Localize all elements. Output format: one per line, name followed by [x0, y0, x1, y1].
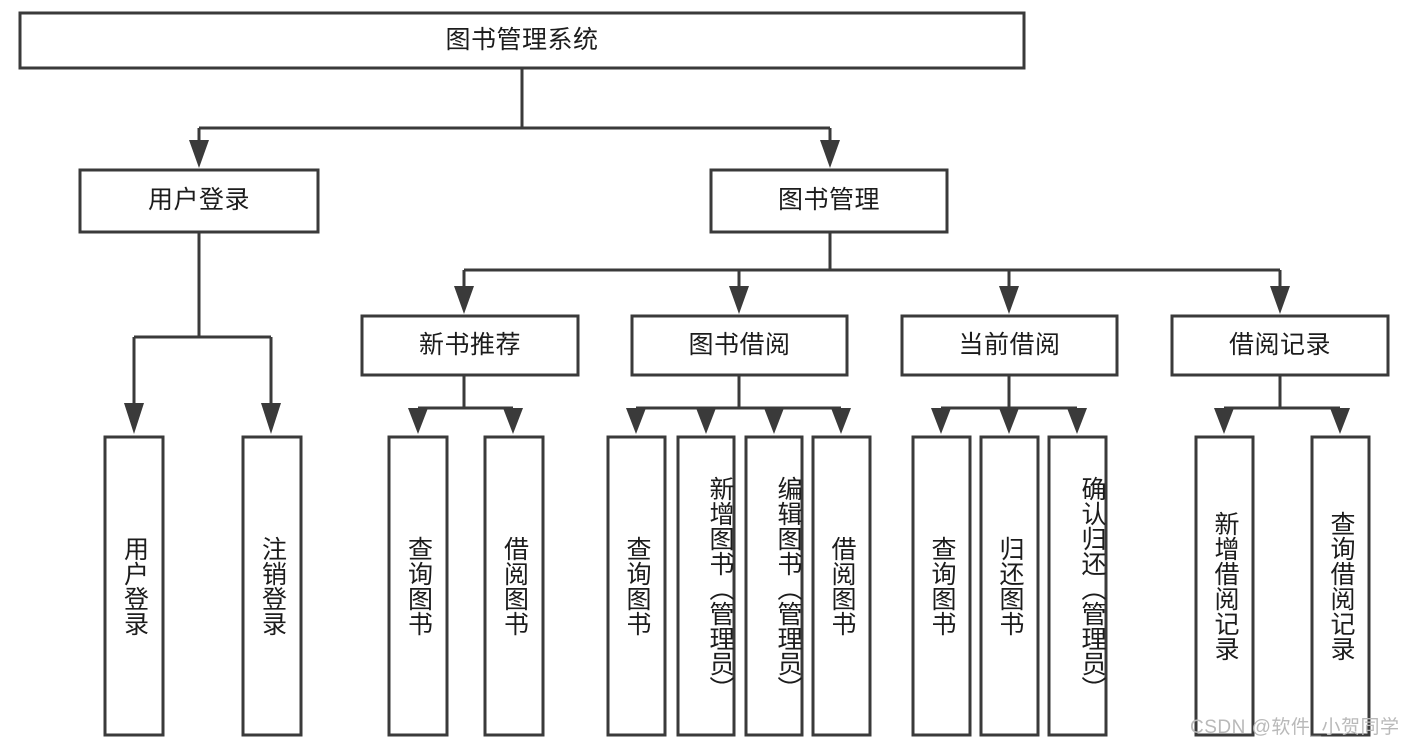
connector-group-newbook [408, 375, 523, 434]
arrow-userlogin-leaf-2 [261, 403, 281, 434]
node-box-leaf-borrow-book-2[interactable] [811, 435, 872, 737]
arrow-bookmgmt-child-2 [729, 286, 749, 314]
node-box-root[interactable] [18, 11, 1026, 70]
arrow-bookmgmt-child-1 [454, 286, 474, 314]
arrow-current-leaf-1 [931, 408, 951, 434]
node-box-new-book-recommend[interactable] [360, 314, 580, 377]
connector-group-userlogin [124, 232, 281, 434]
connector-group-record [1214, 375, 1350, 434]
node-box-leaf-return-book[interactable] [979, 435, 1040, 737]
node-box-leaf-query-book-1[interactable] [387, 435, 449, 737]
arrow-borrow-leaf-2 [696, 408, 716, 434]
node-box-leaf-confirm-return-admin[interactable] [1047, 435, 1108, 737]
node-box-current-borrow[interactable] [900, 314, 1119, 377]
arrow-borrow-leaf-3 [764, 408, 784, 434]
connector-group-current [931, 375, 1087, 434]
node-box-leaf-query-borrow-record[interactable] [1310, 435, 1371, 737]
arrow-current-leaf-2 [999, 408, 1019, 434]
node-box-leaf-query-book-3[interactable] [911, 435, 972, 737]
arrow-borrow-leaf-4 [831, 408, 851, 434]
arrow-record-leaf-1 [1214, 408, 1234, 434]
arrow-root-to-bookmgmt [820, 140, 840, 168]
node-box-leaf-logout[interactable] [241, 435, 303, 737]
arrow-newbook-leaf-2 [503, 408, 523, 434]
arrow-userlogin-leaf-1 [124, 403, 144, 434]
connector-group-bookmgmt [454, 232, 1290, 314]
node-box-borrow-record[interactable] [1170, 314, 1390, 377]
connector-group-borrow [626, 375, 851, 434]
node-box-leaf-query-book-2[interactable] [606, 435, 667, 737]
arrow-record-leaf-2 [1330, 408, 1350, 434]
arrow-borrow-leaf-1 [626, 408, 646, 434]
arrow-newbook-leaf-1 [408, 408, 428, 434]
arrow-current-leaf-3 [1067, 408, 1087, 434]
node-box-leaf-borrow-book-1[interactable] [483, 435, 545, 737]
node-box-leaf-add-book-admin[interactable] [676, 435, 736, 737]
arrow-root-to-userlogin [189, 140, 209, 168]
node-box-book-borrow[interactable] [630, 314, 849, 377]
arrow-bookmgmt-child-3 [999, 286, 1019, 314]
arrow-bookmgmt-child-4 [1270, 286, 1290, 314]
node-box-book-management[interactable] [709, 168, 949, 234]
connector-group-root [189, 68, 840, 168]
node-box-leaf-user-login[interactable] [103, 435, 165, 737]
node-box-user-login[interactable] [78, 168, 320, 234]
node-box-leaf-edit-book-admin[interactable] [744, 435, 804, 737]
node-box-leaf-add-borrow-record[interactable] [1194, 435, 1255, 737]
